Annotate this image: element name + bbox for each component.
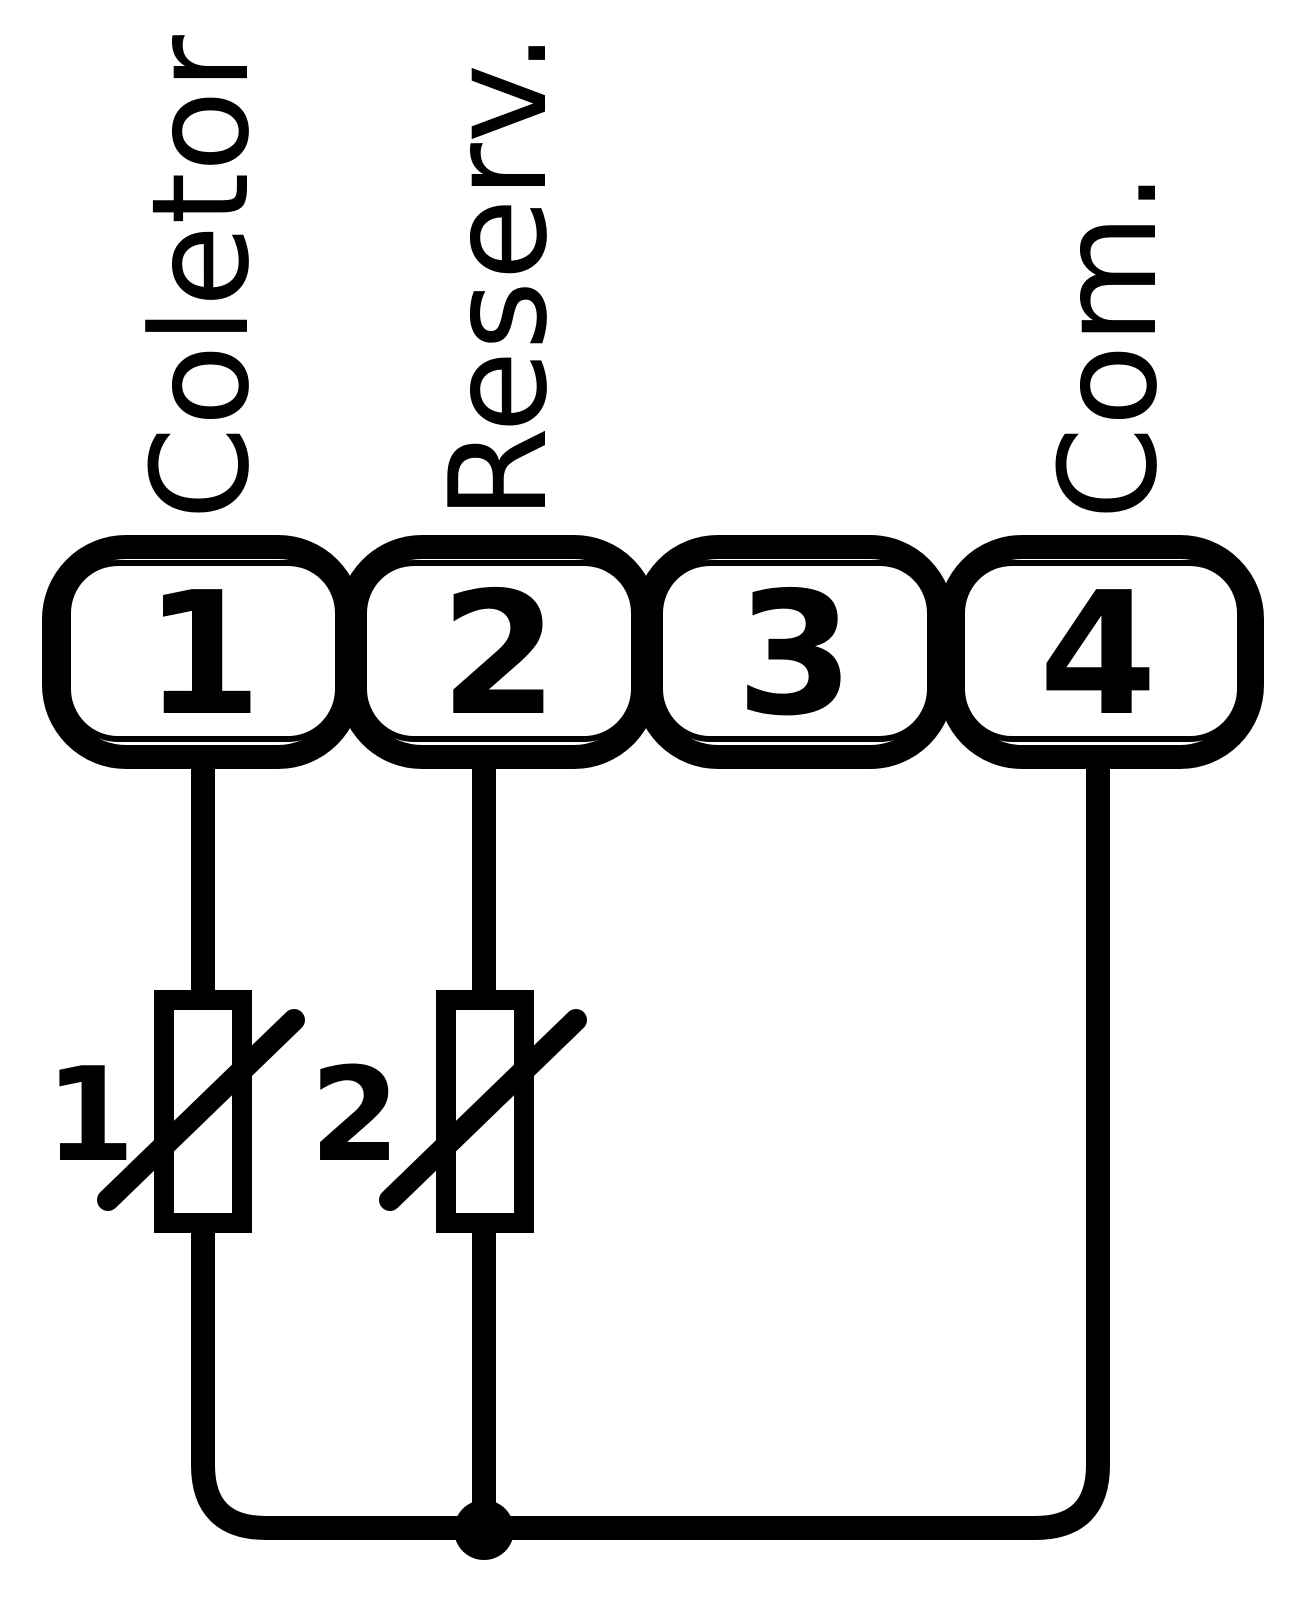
- terminal-block: 1 2 3 4: [42, 535, 1264, 769]
- junction-dot: [454, 1500, 514, 1560]
- label-com: Com.: [1031, 171, 1187, 520]
- sensor-2-label: 2: [310, 1039, 400, 1191]
- thermistor-2-slash: [379, 1009, 587, 1211]
- label-coletor: Coletor: [123, 34, 279, 520]
- sensor-1-thermistor: 1: [45, 990, 305, 1233]
- terminal-3-number: 3: [736, 556, 854, 754]
- terminal-4-number: 4: [1039, 556, 1157, 754]
- sensor-2-thermistor: 2: [310, 990, 587, 1233]
- terminal-4: [959, 560, 1243, 742]
- terminal-2-number: 2: [440, 556, 558, 754]
- terminal-1: [65, 560, 341, 742]
- thermistor-1-slash: [97, 1009, 305, 1211]
- wiring: [191, 757, 1110, 1560]
- terminal-2: [361, 560, 637, 742]
- label-reserv: Reserv.: [421, 32, 577, 520]
- terminal-3: [657, 560, 933, 742]
- sensor-1-label: 1: [45, 1039, 135, 1191]
- wire-common-return: [191, 757, 1110, 1540]
- terminal-1-number: 1: [144, 556, 262, 754]
- resistor-1: [154, 990, 252, 1233]
